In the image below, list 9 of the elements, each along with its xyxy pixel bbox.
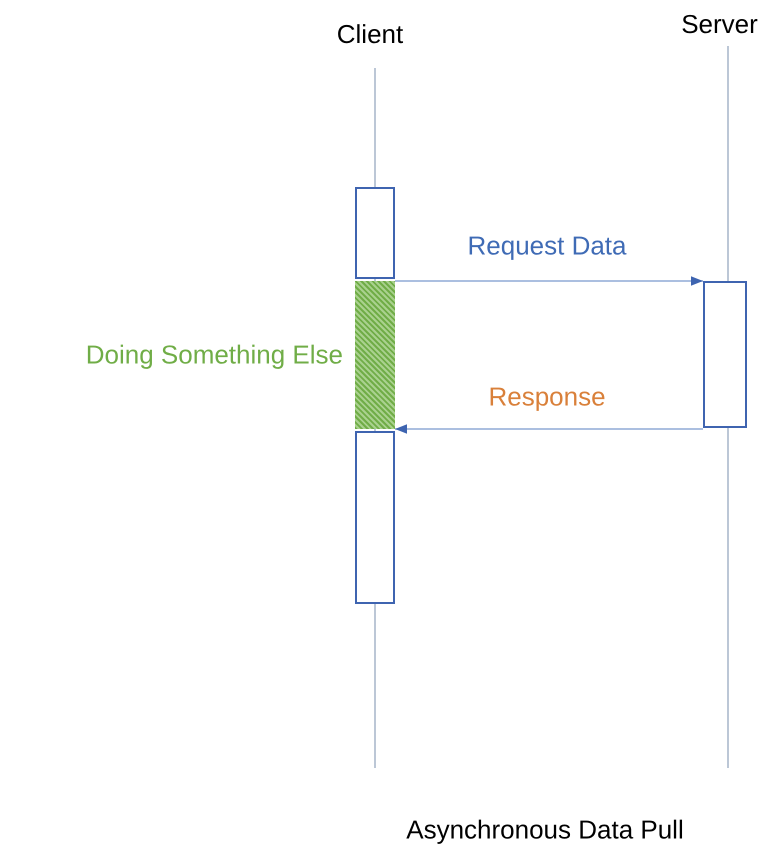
lifeline-label: Client: [310, 14, 430, 54]
arrow: [395, 276, 703, 286]
caption: Asynchronous Data Pull: [406, 814, 684, 846]
activation-box: [703, 281, 747, 428]
activity-label: Doing Something Else: [86, 338, 343, 372]
arrow: [395, 424, 703, 434]
activation-box: [355, 431, 395, 604]
lifeline-label: Server: [662, 4, 777, 44]
activation-box: [355, 187, 395, 279]
